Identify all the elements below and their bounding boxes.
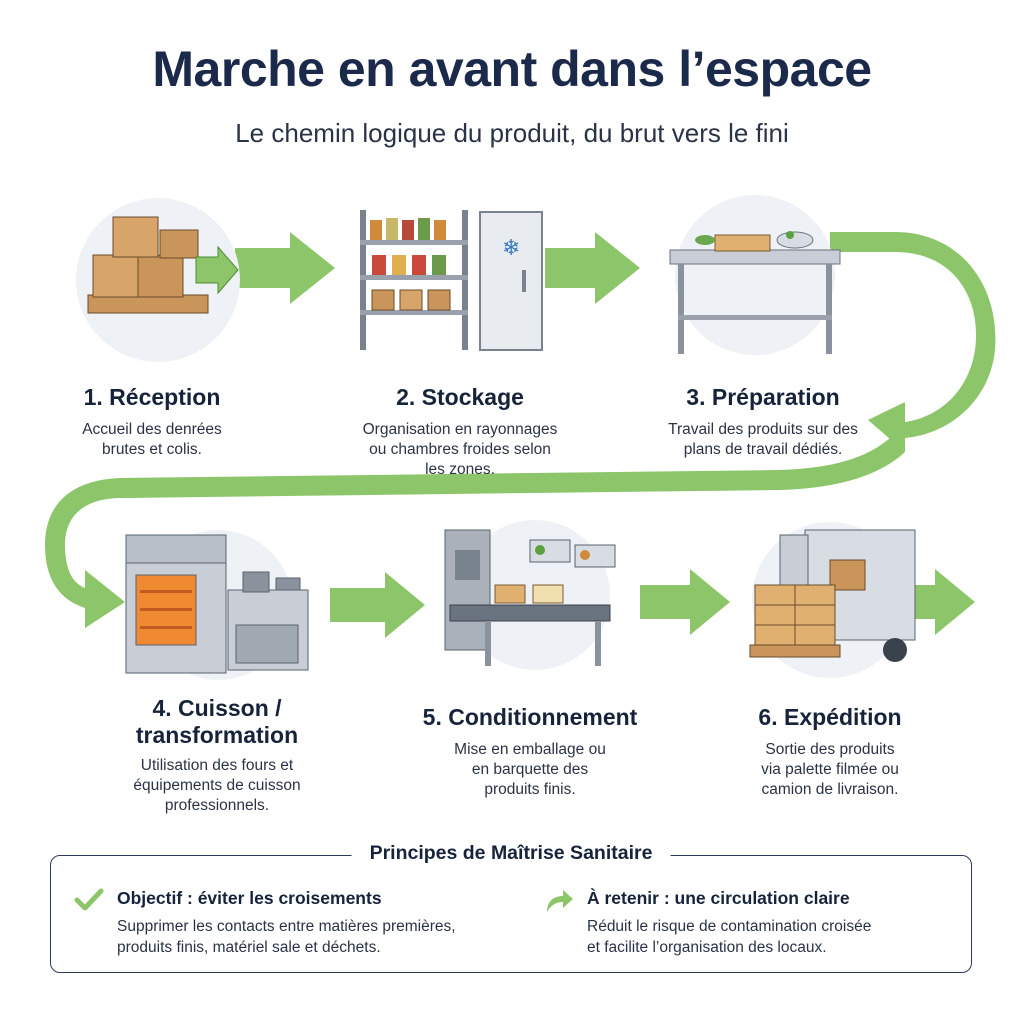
step-4-title: 4. Cuisson /transformation [135,695,299,748]
principle-remember-title: À retenir : une circulation claire [587,888,850,908]
flow-arrow-exit [905,569,975,635]
step-5-title: 5. Conditionnement [422,704,638,730]
principles-heading: Principes de Maîtrise Sanitaire [351,842,671,865]
page-subtitle: Le chemin logique du produit, du brut ve… [235,118,789,148]
oven-stove-icon [125,530,309,680]
boxes-pallet-icon [76,198,240,362]
flow-return-band [45,438,905,628]
svg-text:❄: ❄ [502,236,520,261]
flow-arrow-1-2 [235,232,335,304]
truck-pallet-icon [749,522,916,678]
page-title: Marche en avant dans l’espace [152,41,872,97]
prep-table-icon [669,195,841,355]
principle-objective-title: Objectif : éviter les croisements [117,888,382,908]
principle-remember-desc: Réduit le risque de contamination croisé… [587,918,872,956]
principles-panel: Principes de Maîtrise Sanitaire Objectif… [50,842,972,973]
step-1-title: 1. Réception [83,384,221,410]
flow-arrow-4-5 [330,572,425,638]
curved-arrow-icon [547,890,573,912]
principle-objective-desc: Supprimer les contacts entre matières pr… [117,918,456,956]
step-6-title: 6. Expédition [758,704,902,730]
shelving-cold-room-icon: ❄ [360,210,543,351]
step-3-title: 3. Préparation [686,384,840,410]
step-2-title: 2. Stockage [396,384,524,410]
flow-arrow-5-6 [640,569,730,635]
flow-arrow-2-3 [545,232,640,304]
packaging-line-icon [444,520,616,670]
check-icon [74,888,104,911]
